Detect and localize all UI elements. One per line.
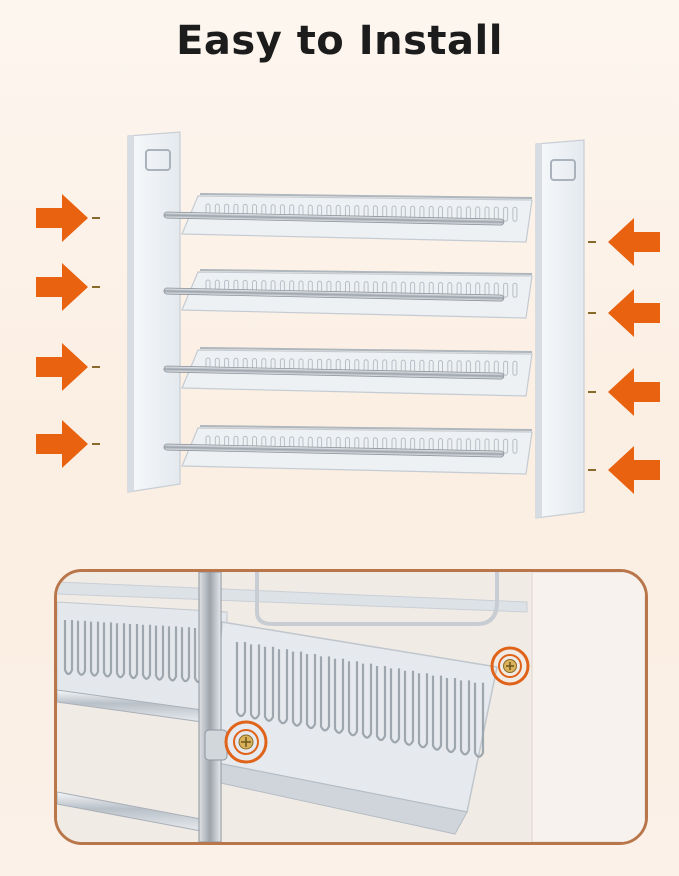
handle-cutout	[550, 159, 576, 181]
shelf-rail	[163, 365, 505, 380]
arrow-right-icon	[36, 263, 100, 311]
left-side-panel	[127, 131, 181, 493]
screw-highlight-right	[490, 646, 530, 686]
arrow-right-icon	[36, 343, 100, 391]
shelf-rail	[163, 211, 505, 226]
screw-highlight-left	[224, 720, 268, 764]
shoe-slots-right	[235, 642, 485, 758]
shelf-rail	[163, 443, 505, 458]
shelf	[163, 347, 533, 397]
install-arrows	[36, 194, 660, 494]
shelf	[163, 425, 533, 475]
arrow-left-icon	[588, 289, 660, 337]
arrow-left-icon	[588, 446, 660, 494]
page-title: Easy to Install	[176, 18, 503, 64]
shelf	[163, 269, 533, 319]
support-pole	[198, 572, 222, 842]
shelves-group	[163, 193, 533, 475]
handle-cutout	[145, 149, 171, 171]
right-side-panel	[535, 139, 585, 519]
arrow-left-icon	[588, 368, 660, 416]
shoe-rack-illustration	[36, 131, 660, 519]
arrow-right-icon	[36, 420, 100, 468]
arrow-left-icon	[588, 218, 660, 266]
detail-closeup	[54, 569, 648, 845]
arrow-right-icon	[36, 194, 100, 242]
shelf	[163, 193, 533, 243]
closeup-illustration	[57, 572, 645, 842]
side-panel-edge	[531, 572, 645, 842]
shelf-rail	[163, 287, 505, 302]
